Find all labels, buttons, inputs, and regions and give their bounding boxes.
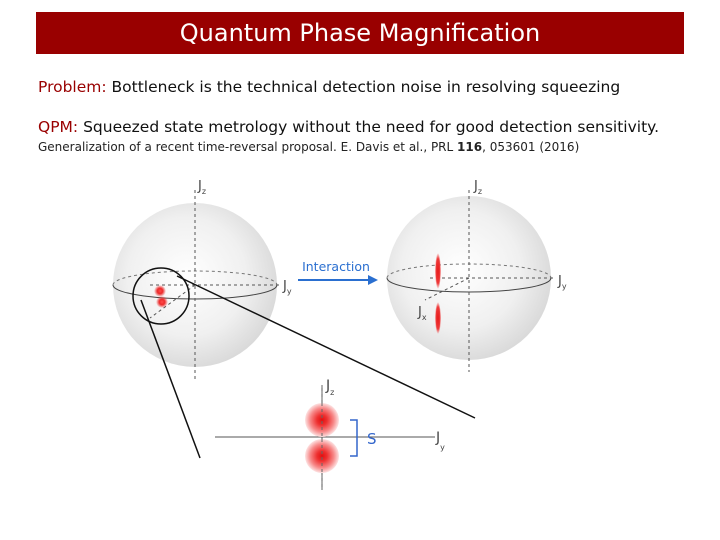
- left-jy-sub: y: [287, 287, 292, 296]
- left-state-spot-lower: [156, 296, 168, 308]
- right-state-upper: [435, 253, 441, 289]
- right-jx-sub: x: [422, 313, 427, 322]
- interaction-arrow: Interaction: [298, 259, 378, 285]
- magnified-jy-main: J: [435, 430, 440, 446]
- left-jz-sub: z: [202, 187, 206, 196]
- right-jy-label: Jy: [557, 274, 567, 291]
- magnified-jz-main: J: [325, 378, 330, 394]
- magnified-jy-label: Jy: [435, 430, 445, 452]
- qpm-text: Squeezed state metrology without the nee…: [78, 118, 660, 136]
- left-jz-label: Jz: [197, 179, 206, 196]
- reference-prefix: Generalization of a recent time-reversal…: [38, 140, 458, 154]
- right-jz-sub: z: [478, 187, 482, 196]
- problem-text: Bottleneck is the technical detection no…: [106, 78, 621, 96]
- left-sphere: Jz Jy: [112, 179, 292, 380]
- magnified-jz-label: Jz: [325, 378, 334, 397]
- right-state-lower: [435, 302, 441, 334]
- right-jy-main: J: [557, 274, 562, 289]
- left-state-spot-upper: [154, 285, 166, 297]
- arrow-head: [368, 275, 378, 285]
- right-x-axis: [424, 277, 470, 301]
- slide-title: Quantum Phase Magnification: [36, 12, 684, 54]
- problem-statement: Problem: Bottleneck is the technical det…: [38, 78, 620, 96]
- right-jy-sub: y: [562, 282, 567, 291]
- zoom-line-right: [176, 275, 476, 419]
- spacing-label: S: [367, 430, 377, 448]
- problem-label: Problem:: [38, 78, 107, 96]
- right-jx-main: J: [417, 305, 422, 320]
- right-sphere: Jz Jy Jx: [386, 179, 567, 372]
- reference-suffix: , 053601 (2016): [482, 140, 580, 154]
- interaction-label: Interaction: [302, 259, 370, 274]
- magnified-view: S Jz Jy: [215, 378, 445, 490]
- left-equator-back: [112, 270, 278, 286]
- left-jy-label: Jy: [282, 279, 292, 296]
- right-jz-main: J: [473, 179, 478, 194]
- reference-volume: 116: [457, 140, 483, 154]
- magnified-jy-sub: y: [440, 443, 445, 452]
- left-jy-main: J: [282, 279, 287, 294]
- magnified-jz-sub: z: [330, 388, 334, 397]
- qpm-label: QPM:: [38, 118, 79, 136]
- magnified-spot-lower: [305, 439, 339, 473]
- left-jz-main: J: [197, 179, 202, 194]
- right-equator-front: [386, 277, 552, 293]
- spacing-bracket: [350, 419, 358, 457]
- qpm-statement: QPM: Squeezed state metrology without th…: [38, 118, 659, 136]
- magnified-spot-upper: [305, 403, 339, 437]
- right-jx-label: Jx: [417, 305, 427, 322]
- magnifier-circle: [132, 267, 190, 325]
- right-jz-label: Jz: [473, 179, 482, 196]
- reference-line: Generalization of a recent time-reversal…: [38, 140, 579, 154]
- zoom-line-left: [140, 299, 201, 459]
